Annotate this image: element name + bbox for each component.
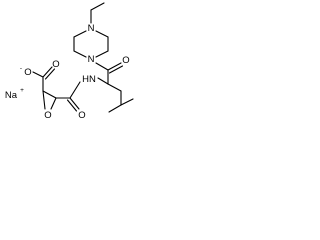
epoxide-co-bond-b (42, 90, 46, 110)
amide-double-bond-b (66, 99, 78, 112)
carbonyl-oxygen: O (52, 59, 59, 70)
epoxide-cc-bond (42, 90, 57, 99)
carboxylate-oxygen: O (24, 67, 31, 78)
ring-bond-3 (95, 50, 109, 58)
ethyl-bond-ch3 (90, 2, 105, 11)
bonds (32, 2, 134, 113)
epoxide-co-bond-a (50, 97, 57, 110)
carboxylate-negative-charge: - (20, 65, 22, 72)
ring-bond-6 (73, 30, 87, 38)
epoxide-oxygen: O (44, 110, 51, 121)
amide-oxygen: O (78, 110, 85, 121)
alpha-to-ch2-bond (107, 83, 122, 92)
isopropyl-bond-a (120, 98, 134, 106)
sodium-positive-charge: + (20, 87, 24, 94)
amide-double-bond-a (69, 97, 80, 110)
alpha-to-nh-bond (97, 77, 109, 85)
chemical-structure-diagram: N N O HN O O O - O Na + (5, 2, 134, 121)
carboxyl-double-bond-a (42, 66, 53, 78)
piperazine-nitrogen-top: N (88, 23, 95, 34)
atom-labels: N N O HN O O O - O Na + (5, 23, 130, 121)
ring-bond-4 (73, 50, 87, 58)
ketone-double-bond-a (107, 62, 122, 71)
piperazine-nitrogen-bottom: N (88, 54, 95, 65)
ketone-oxygen: O (122, 55, 129, 66)
ring-bond-1 (95, 30, 109, 38)
amide-nitrogen-label: HN (82, 74, 96, 85)
nh-to-amide-bond (69, 81, 81, 99)
ketone-double-bond-b (108, 65, 124, 74)
carboxyl-single-bond (32, 71, 44, 78)
sodium-ion: Na (5, 90, 18, 101)
isopropyl-bond-b (108, 104, 122, 113)
carboxyl-double-bond-b (44, 68, 56, 80)
n-to-carbonyl-bond (95, 62, 109, 71)
